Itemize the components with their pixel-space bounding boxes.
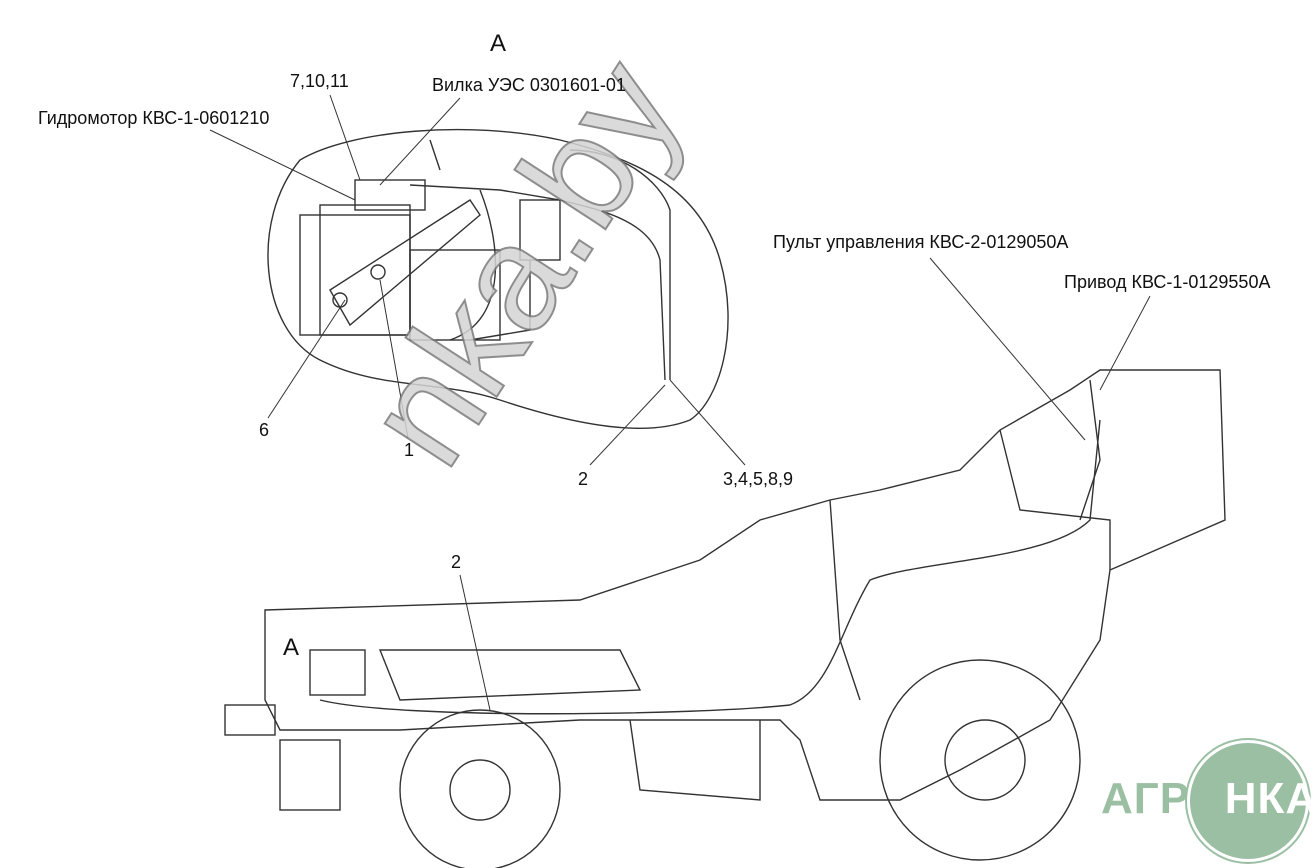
rear-wheel [879,659,1081,861]
view-a-marker: А [283,634,300,661]
hydromotor-drawing [299,139,671,381]
drive-label: Привод КВС-1-0129550А [1064,272,1271,292]
front-wheel [399,709,561,868]
callout-1: 1 [404,440,415,460]
fork-label: Вилка УЭС 0301601-01 [432,75,626,95]
callout-6: 6 [259,420,270,440]
view-a-title: А [490,30,507,57]
control-panel-label: Пульт управления КВС-2-0129050А [773,232,1069,252]
detail-view-outline [267,128,729,429]
leader-lines [209,94,1151,711]
callout-3-4-5-8-9: 3,4,5,8,9 [723,469,794,489]
callout-7-10-11: 7,10,11 [290,71,349,91]
callout-2-main: 2 [451,552,462,572]
logo-text: АГРОНКА [1101,774,1314,823]
agronka-logo: АГРОНКА [1095,740,1314,862]
combine-body [224,369,1226,868]
logo-circle [1187,740,1309,862]
callout-2-detail: 2 [578,469,589,489]
hydromotor-label: Гидромотор КВС-1-0601210 [38,108,270,128]
